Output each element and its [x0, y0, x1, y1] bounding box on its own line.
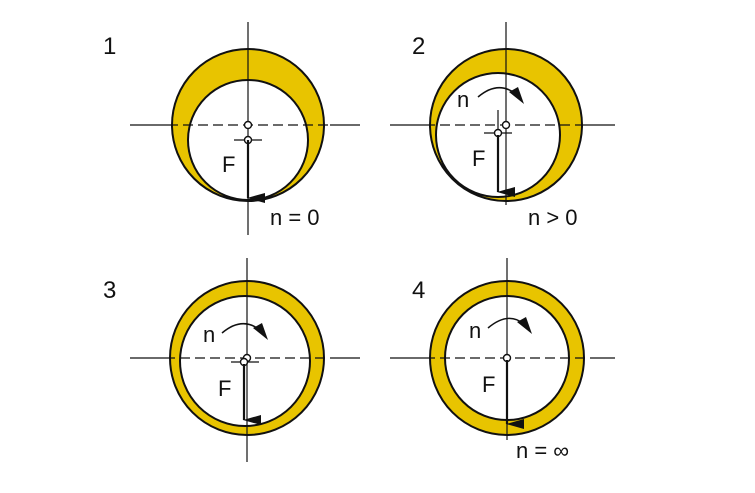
panel-3: 3 n F: [103, 258, 360, 462]
panel-4: 4 n F n = ∞: [390, 258, 615, 463]
force-label: F: [218, 376, 231, 401]
panel-1: 1 F n = 0: [103, 22, 360, 235]
force-label: F: [472, 146, 485, 171]
rotation-arrowhead: [509, 87, 524, 104]
condition-label: n = ∞: [516, 438, 569, 463]
rotation-arrowhead: [253, 323, 268, 340]
bearing-center: [501, 120, 511, 130]
speed-label: n: [203, 322, 215, 347]
panel-2: 2 n F n > 0: [390, 22, 615, 230]
condition-label: n = 0: [270, 205, 320, 230]
force-label: F: [222, 152, 235, 177]
panel-number: 1: [103, 33, 116, 60]
panel-number: 2: [412, 33, 425, 60]
force-label: F: [482, 372, 495, 397]
rotation-arrowhead: [517, 317, 532, 334]
speed-label: n: [457, 87, 469, 112]
bearing-center: [243, 120, 253, 130]
speed-label: n: [469, 318, 481, 343]
panel-number: 4: [412, 277, 425, 304]
condition-label: n > 0: [528, 205, 578, 230]
panel-number: 3: [103, 277, 116, 304]
